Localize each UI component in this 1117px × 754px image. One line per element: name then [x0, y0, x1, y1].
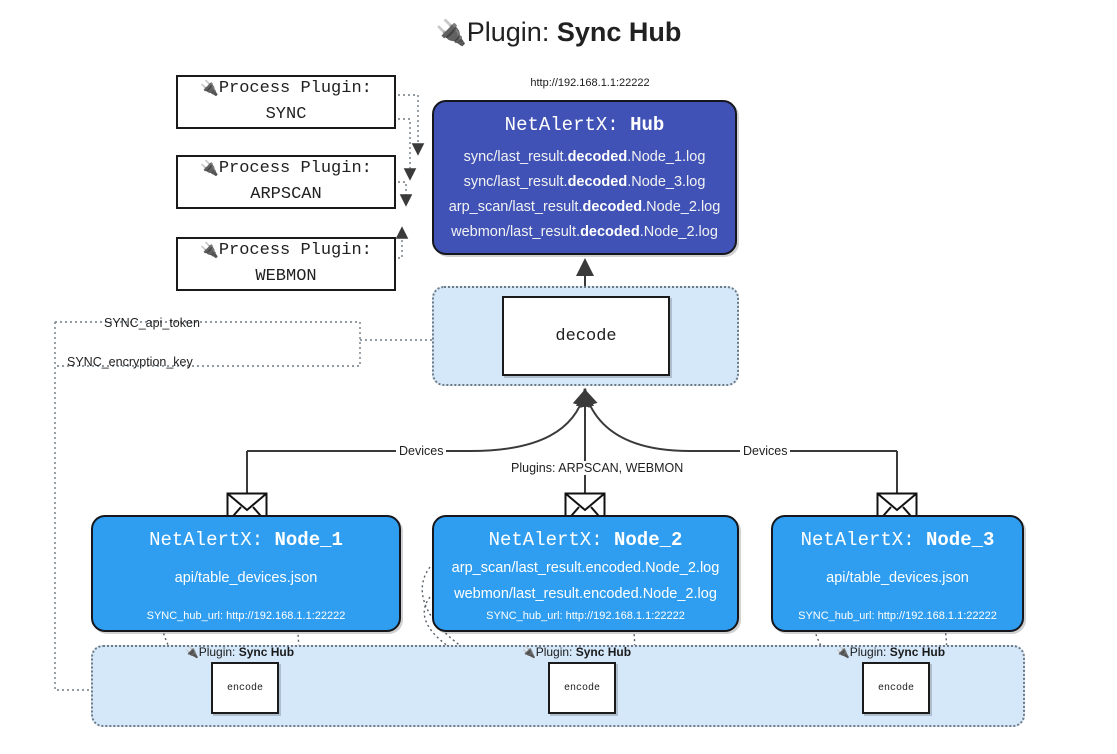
process-plugin-box-webmon[interactable]: 🔌Process Plugin: WEBMON	[176, 237, 396, 291]
node-hub-url: SYNC_hub_url: http://192.168.1.1:22222	[146, 610, 346, 622]
plug-icon: 🔌	[200, 80, 219, 97]
process-plugin-name: ARPSCAN	[250, 185, 322, 204]
process-plugin-box-sync[interactable]: 🔌Process Plugin: SYNC	[176, 75, 396, 129]
node-resource-line: arp_scan/last_result.encoded.Node_2.log	[451, 560, 720, 576]
node-box-node-2[interactable]: NetAlertX: Node_2 arp_scan/last_result.e…	[432, 515, 739, 632]
node-title: NetAlertX: Node_1	[149, 529, 343, 551]
hub-url-label: http://192.168.1.1:22222	[530, 77, 650, 89]
plug-icon: 🔌	[200, 242, 219, 259]
process-plugin-name: WEBMON	[255, 267, 317, 286]
hub-log-line: webmon/last_result.decoded.Node_2.log	[451, 224, 718, 240]
page-title-name: Sync Hub	[556, 17, 682, 47]
process-plugin-title: 🔌Process Plugin:	[200, 79, 372, 98]
plug-icon: 🔌	[522, 647, 536, 659]
plug-icon: 🔌	[185, 647, 199, 659]
node-resource-list: arp_scan/last_result.encoded.Node_2.log …	[434, 555, 737, 607]
hub-log-line: arp_scan/last_result.decoded.Node_2.log	[448, 199, 721, 215]
plug-icon: 🔌	[200, 160, 219, 177]
process-plugin-name: SYNC	[265, 105, 307, 124]
process-plugin-box-arpscan[interactable]: 🔌Process Plugin: ARPSCAN	[176, 155, 396, 209]
encode-box[interactable]: encode	[862, 662, 930, 714]
page-title-prefix: Plugin:	[466, 17, 557, 47]
hub-node[interactable]: NetAlertX: Hub sync/last_result.decoded.…	[432, 100, 737, 255]
encode-plugin-label: 🔌Plugin: Sync Hub	[185, 645, 295, 659]
node-resource-line: api/table_devices.json	[826, 570, 969, 586]
edge-label-api-token: SYNC_api_token	[104, 316, 200, 330]
node-title: NetAlertX: Node_2	[488, 529, 683, 551]
plug-icon: 🔌	[836, 647, 850, 659]
node-resource-line: webmon/last_result.encoded.Node_2.log	[454, 586, 717, 602]
encode-box[interactable]: encode	[211, 662, 279, 714]
encode-plugin-label: 🔌Plugin: Sync Hub	[836, 645, 946, 659]
edge-label-encryption-key: SYNC_encryption_key	[67, 355, 193, 369]
plug-icon: 🔌	[435, 19, 467, 47]
edge-label-devices-right: Devices	[740, 444, 791, 458]
hub-log-line: sync/last_result.decoded.Node_1.log	[463, 149, 706, 165]
decode-box[interactable]: decode	[502, 296, 670, 376]
node-hub-url: SYNC_hub_url: http://192.168.1.1:22222	[486, 610, 685, 622]
encode-plugin-label: 🔌Plugin: Sync Hub	[522, 645, 632, 659]
page-title: 🔌Plugin: Sync Hub	[0, 16, 1117, 48]
node-title: NetAlertX: Node_3	[800, 529, 995, 551]
node-box-node-1[interactable]: NetAlertX: Node_1 api/table_devices.json…	[91, 515, 401, 632]
node-box-node-3[interactable]: NetAlertX: Node_3 api/table_devices.json…	[771, 515, 1024, 632]
hub-log-line: sync/last_result.decoded.Node_3.log	[463, 174, 706, 190]
process-plugin-title: 🔌Process Plugin:	[200, 241, 372, 260]
edge-label-plugins-middle: Plugins: ARPSCAN, WEBMON	[508, 461, 687, 475]
process-plugin-title: 🔌Process Plugin:	[200, 159, 372, 178]
hub-log-list: sync/last_result.decoded.Node_1.log sync…	[434, 145, 735, 245]
node-hub-url: SYNC_hub_url: http://192.168.1.1:22222	[798, 610, 997, 622]
edge-label-devices-left: Devices	[396, 444, 447, 458]
encode-box[interactable]: encode	[548, 662, 616, 714]
node-resource-line: api/table_devices.json	[174, 570, 318, 586]
hub-title: NetAlertX: Hub	[504, 114, 665, 136]
